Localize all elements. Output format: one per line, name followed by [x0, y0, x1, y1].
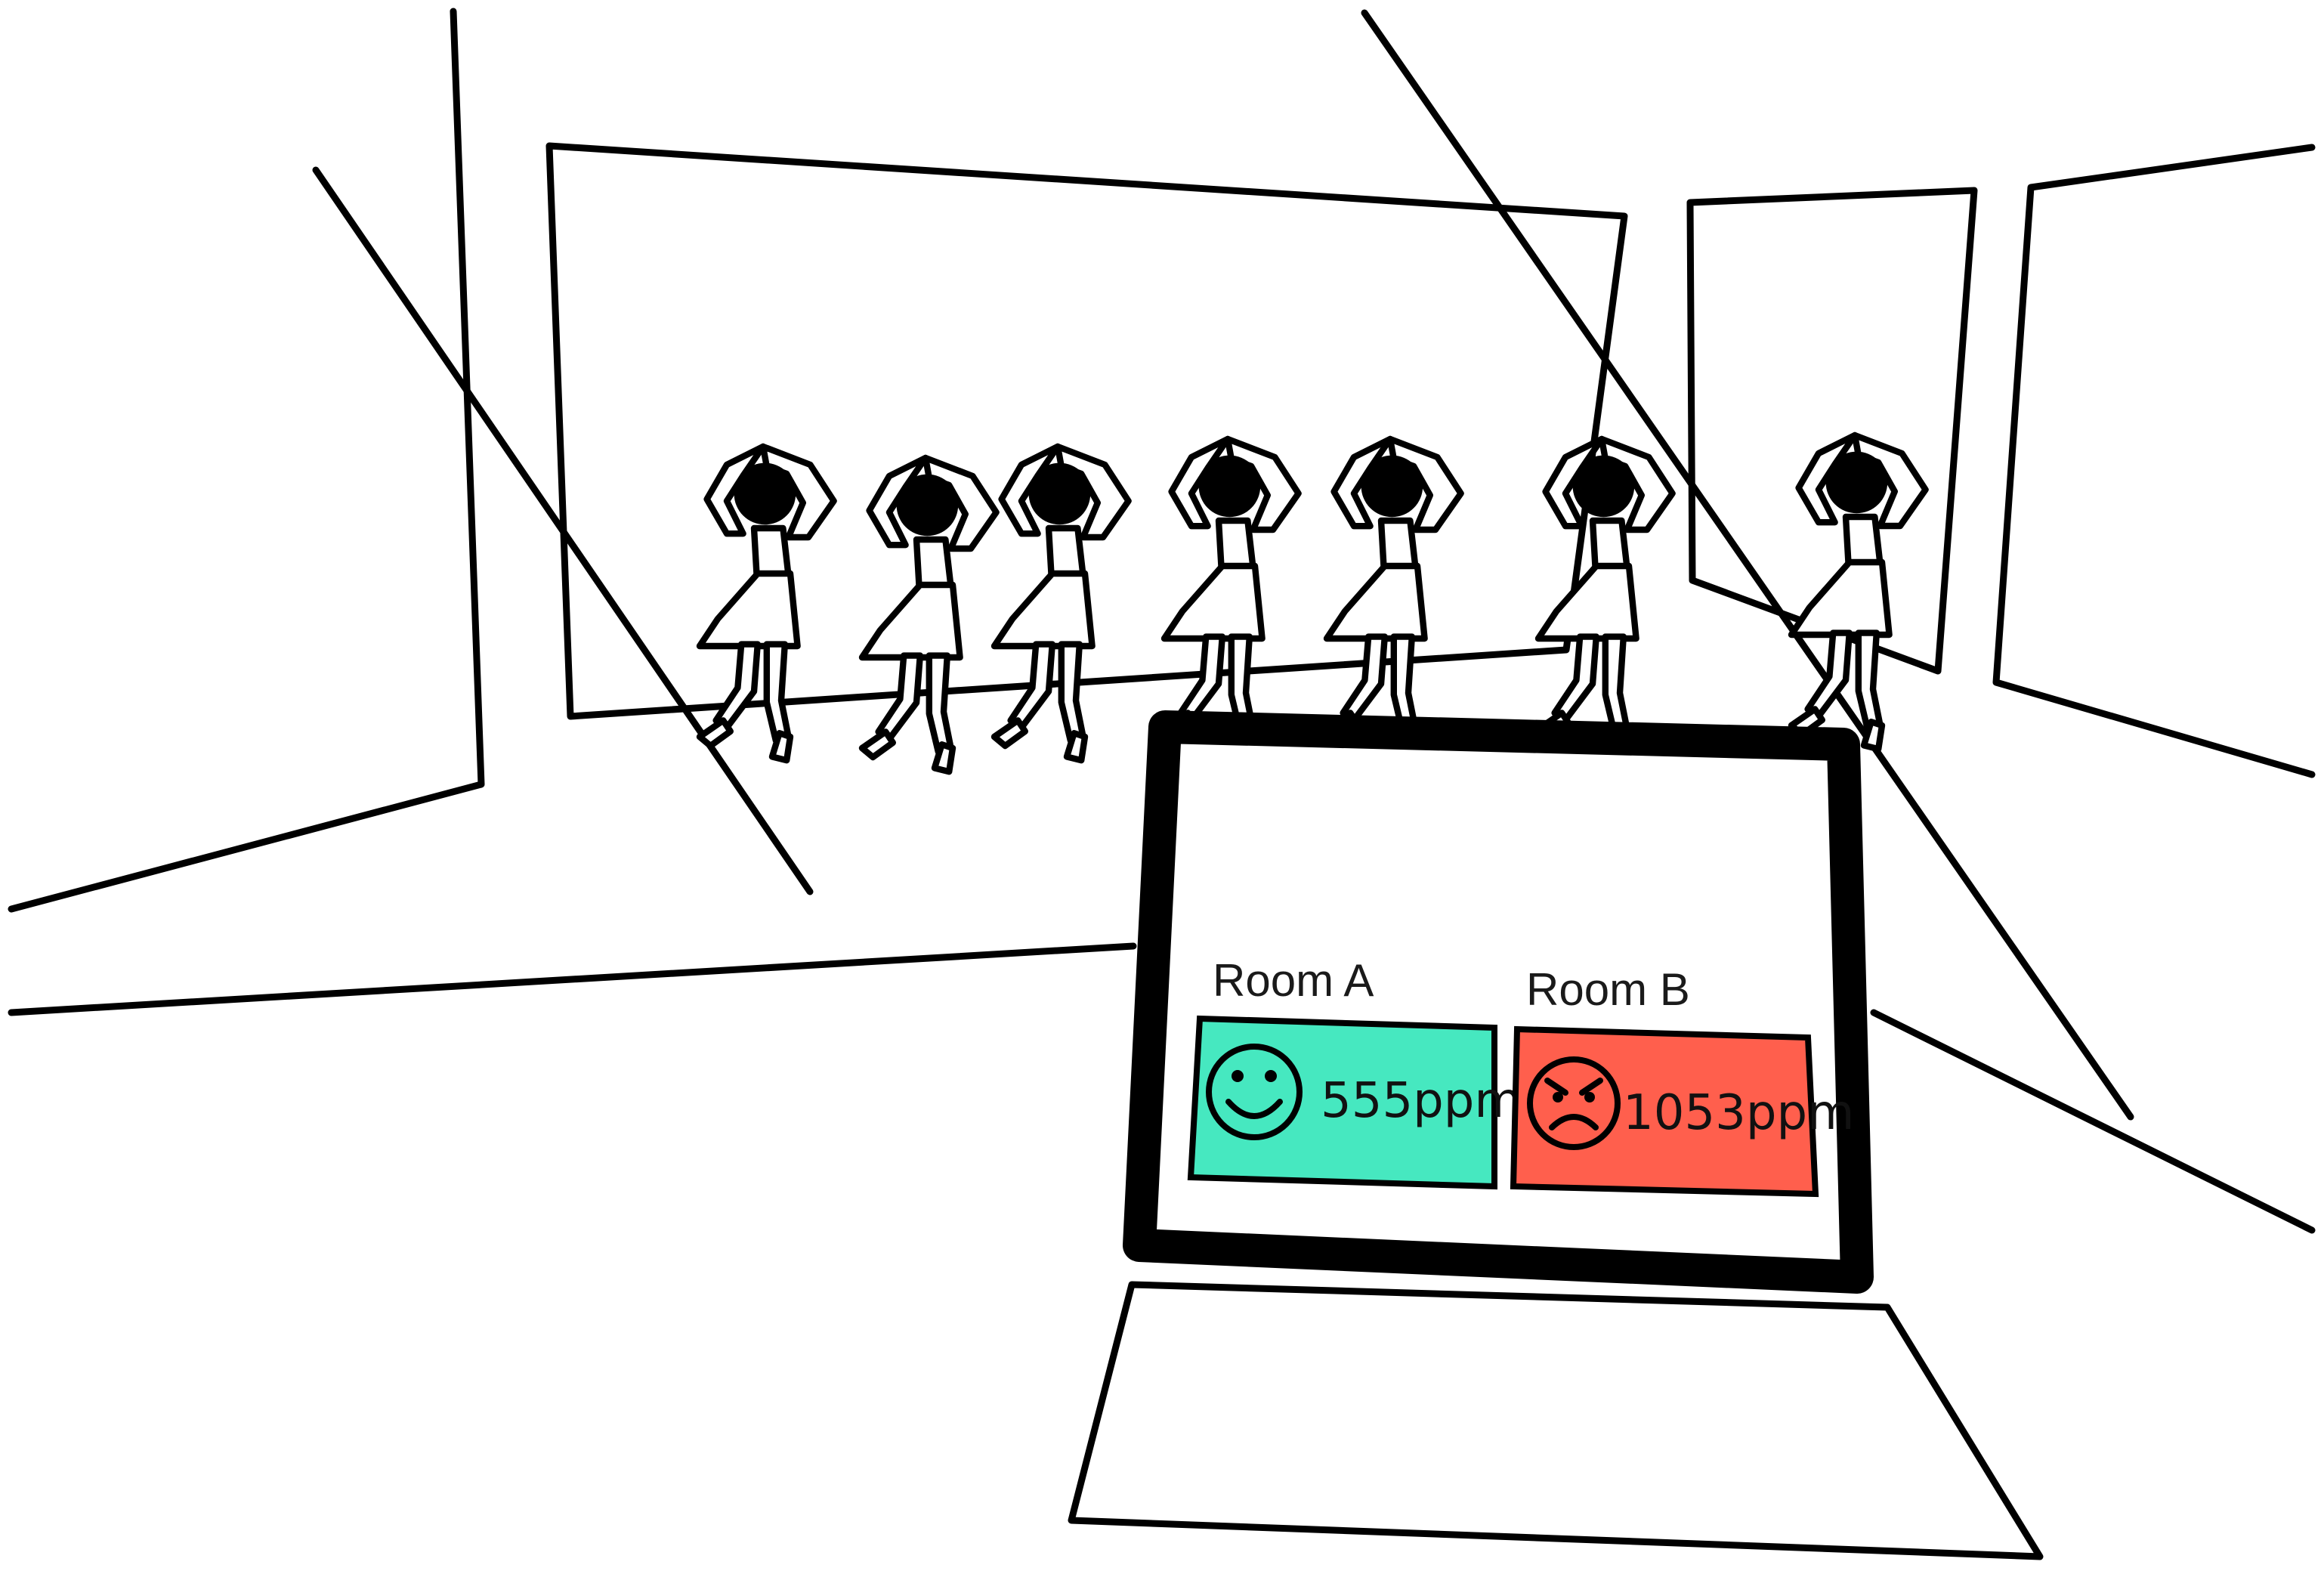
room-a-ppm: 555ppm [1321, 1073, 1522, 1129]
room-b-ppm: 1053ppm [1623, 1085, 1854, 1141]
window [1992, 144, 2316, 778]
room-a-status-box [1187, 1015, 1497, 1190]
dancer-figure-icon [1791, 435, 1926, 749]
wall-mirror [545, 142, 1628, 720]
room-b-label: Room B [1526, 964, 1690, 1015]
door [1686, 187, 1978, 675]
dancer-figure-icon [1164, 439, 1299, 753]
dancer-figure-icon [862, 458, 997, 772]
dancer-figure-icon [994, 447, 1129, 760]
room-b-status-box [1510, 1025, 1819, 1198]
room-b-panel: Room B 1053ppm [1510, 964, 1854, 1198]
dancer-figure-icon [1538, 439, 1673, 753]
monitor-base [1068, 1281, 2044, 1560]
angry-face-icon [1527, 1056, 1621, 1150]
room-walls [8, 8, 2316, 1234]
dancer-figure-icon [1327, 439, 1461, 753]
smiley-face-icon [1206, 1044, 1303, 1140]
room-a-panel: Room A 555ppm [1187, 955, 1522, 1190]
room-a-label: Room A [1213, 955, 1374, 1006]
co2-monitor-screen-icon: Room A 555ppm Room B 1053ppm [1123, 710, 1874, 1294]
dancer-figure-icon [700, 447, 834, 760]
